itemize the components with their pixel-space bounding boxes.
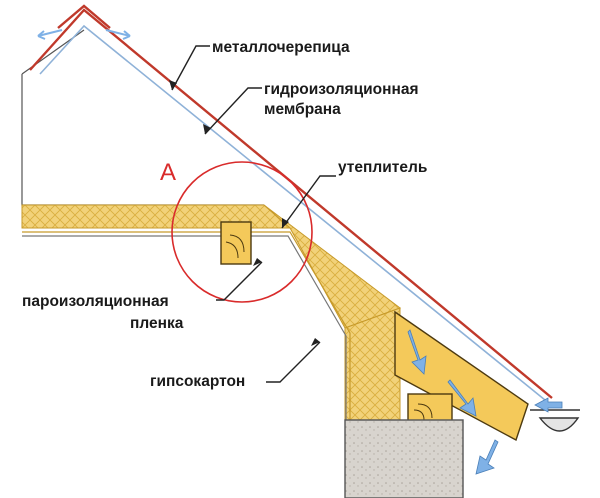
label-membrane-line1: гидроизоляционная (264, 81, 419, 98)
label-roof-tile: металлочерепица (212, 39, 350, 56)
attic-outline (21, 29, 264, 206)
leader-drywall (266, 341, 321, 383)
masonry-wall (344, 419, 464, 498)
label-drywall: гипсокартон (150, 373, 245, 390)
beam-block (220, 221, 252, 265)
ridge-vent-arrow-right (105, 29, 131, 37)
leader-arrowheads (169, 80, 320, 346)
sloped-insulation-lower (344, 307, 401, 421)
vapor-barrier-line (22, 231, 351, 420)
gutter (538, 417, 580, 432)
label-insulation: утеплитель (338, 159, 427, 176)
wall-plate (407, 393, 453, 425)
label-membrane-line2: мембрана (264, 101, 341, 118)
leader-vapor (216, 261, 263, 301)
roof-tile-line (29, 8, 553, 399)
detail-marker: A (160, 159, 176, 186)
label-vapor-line2: пленка (130, 315, 184, 332)
vent-arrows (407, 329, 563, 475)
leader-insulation (281, 175, 336, 229)
membrane-line (39, 24, 546, 401)
ridge-cap (57, 4, 111, 29)
wood-grain (225, 234, 245, 259)
vent-arrow-2 (447, 379, 477, 417)
label-vapor-line1: пароизоляционная (22, 293, 169, 310)
vent-arrow-eave (534, 397, 563, 413)
rafter-board (394, 310, 529, 442)
vent-arrow-3 (475, 439, 499, 475)
drywall-line (22, 235, 347, 420)
leader-lines (171, 45, 336, 383)
detail-circle (171, 161, 313, 303)
vent-arrow-1 (407, 329, 427, 375)
ridge-vent-arrow-left (37, 29, 63, 37)
leader-roof-tile (171, 45, 210, 91)
leader-membrane (204, 87, 262, 135)
